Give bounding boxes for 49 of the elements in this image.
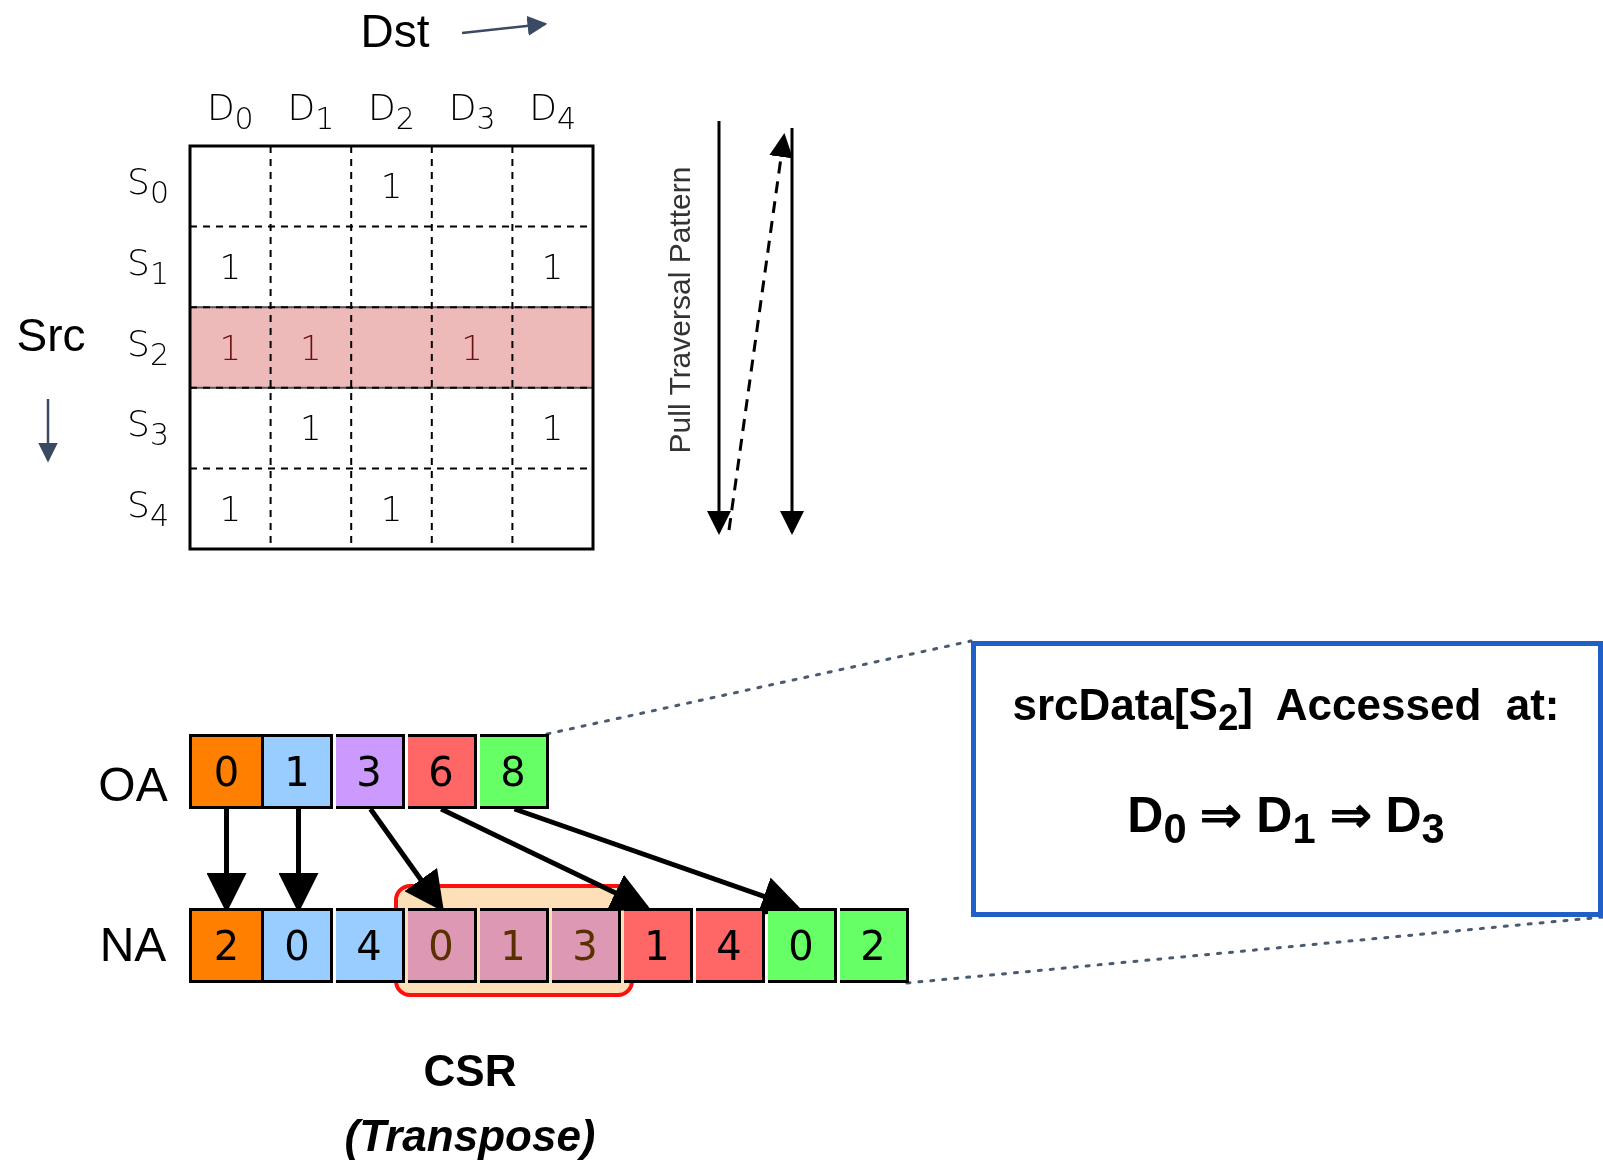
- array-cell: 0: [768, 908, 837, 983]
- matrix-value: 1: [219, 330, 242, 365]
- src-axis-label: Src: [16, 312, 86, 358]
- column-header: D$_{3}$: [448, 90, 496, 134]
- caption-subtitle: (Transpose): [344, 1114, 596, 1158]
- matrix-value: 1: [219, 491, 242, 526]
- matrix-value: 1: [380, 169, 403, 204]
- arrow: [513, 806, 802, 916]
- matrix-value: 1: [541, 249, 564, 284]
- row-header: S$_{0}$: [127, 164, 169, 208]
- array-cell: 2: [840, 908, 909, 983]
- array-cell: 8: [480, 734, 549, 809]
- row-header: S$_{4}$: [127, 487, 169, 531]
- array-cell: 3: [336, 734, 405, 809]
- array-cell: 0: [264, 908, 333, 983]
- column-header: D$_{0}$: [206, 90, 254, 134]
- matrix-value: 1: [300, 411, 322, 446]
- array-cell: 0: [189, 734, 264, 809]
- arrow: [440, 806, 652, 911]
- matrix-value: 1: [461, 330, 483, 365]
- vertical-caption: Pull Traversal Pattern: [665, 166, 695, 454]
- column-header: D$_{1}$: [287, 90, 335, 134]
- array-cell: 2: [189, 908, 264, 983]
- array-label: NA: [99, 921, 167, 969]
- info-heading: srcData[S$_{2}$] Accessed at:: [1011, 680, 1561, 739]
- array-cell: 4: [696, 908, 765, 983]
- array-label: OA: [98, 761, 168, 809]
- caption-title: CSR: [423, 1049, 517, 1093]
- column-header: D$_{4}$: [529, 90, 577, 134]
- matrix-value: 1: [219, 249, 242, 284]
- matrix-value: 1: [380, 491, 403, 526]
- zoom-guide-line: [545, 639, 973, 736]
- access-sequence: D$_{0}$ ⇒ D$_{1}$ ⇒ D$_{3}$: [1126, 786, 1446, 853]
- row-header: S$_{1}$: [127, 245, 169, 289]
- dst-axis-label: Dst: [360, 8, 430, 54]
- matrix-value: 1: [541, 411, 564, 446]
- array-cell: 1: [264, 734, 333, 809]
- array-cell: 1: [480, 908, 549, 983]
- row-header: S$_{2}$: [127, 325, 169, 370]
- array-cell: 4: [336, 908, 405, 983]
- array-cell: 6: [408, 734, 477, 809]
- array-cell: 0: [408, 908, 477, 983]
- array-cell: 3: [552, 908, 621, 983]
- array-cell: 1: [624, 908, 693, 983]
- matrix-value: 1: [300, 330, 322, 365]
- column-header: D$_{2}$: [368, 90, 415, 134]
- info-box: [971, 641, 1603, 917]
- zoom-guide-line: [905, 915, 1603, 985]
- row-header: S$_{3}$: [127, 406, 169, 450]
